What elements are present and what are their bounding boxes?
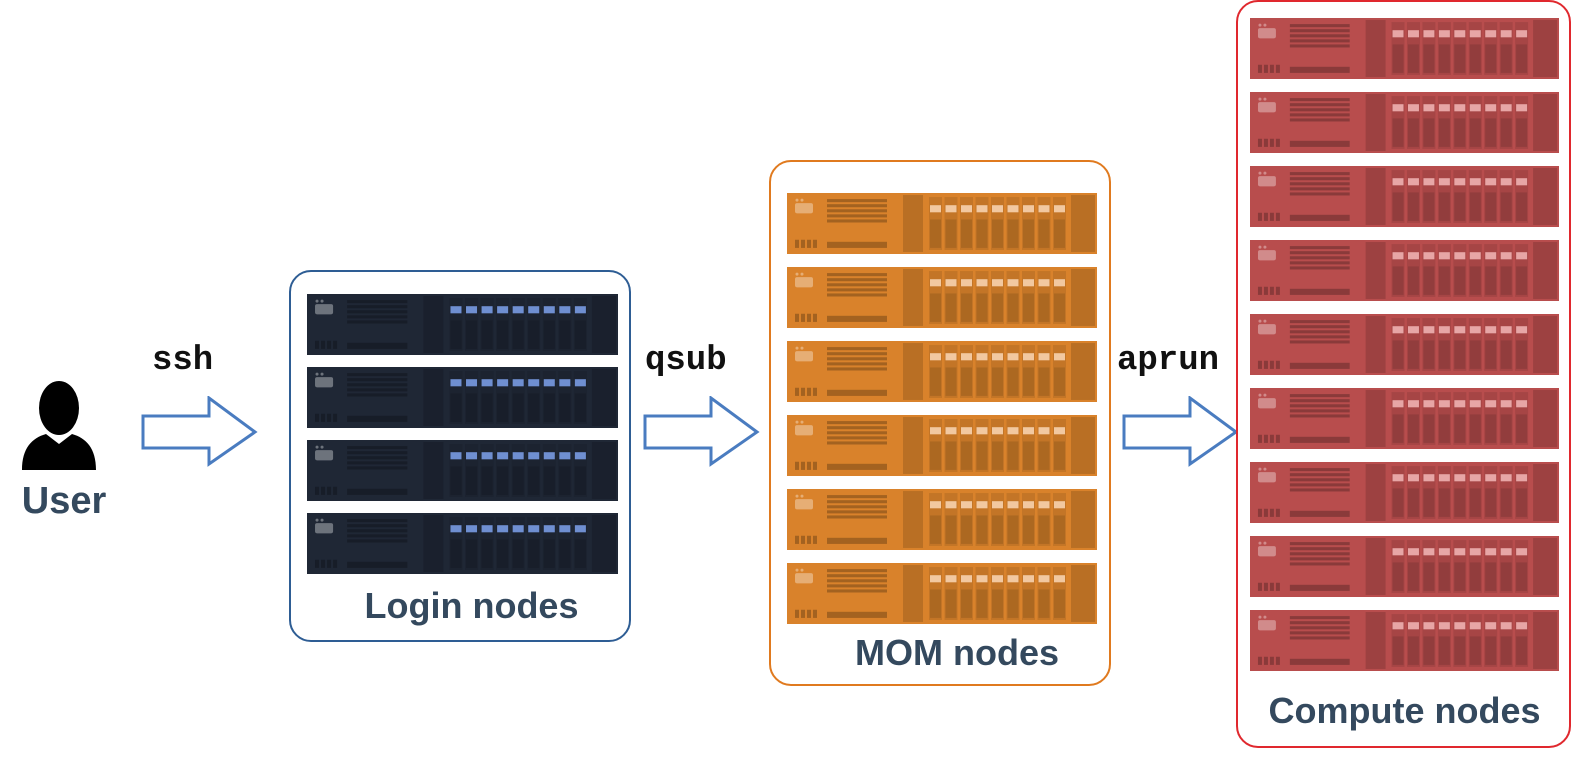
compute-server-6	[1250, 388, 1559, 449]
mom-server-1	[787, 193, 1097, 254]
login-server-2	[307, 367, 618, 428]
compute-server-3	[1250, 166, 1559, 227]
mom-server-6	[787, 563, 1097, 624]
compute-server-5	[1250, 314, 1559, 375]
mom-nodes-label: MOM nodes	[855, 632, 1059, 673]
login-server-3	[307, 440, 618, 501]
aprun-arrow	[1122, 396, 1239, 467]
ssh-command-label: ssh	[152, 342, 214, 380]
compute-server-1	[1250, 18, 1559, 79]
login-server-1	[307, 294, 618, 355]
compute-server-8	[1250, 536, 1559, 597]
compute-server-4	[1250, 240, 1559, 301]
ssh-arrow	[141, 396, 258, 467]
login-nodes-label: Login nodes	[364, 585, 579, 626]
mom-server-3	[787, 341, 1097, 402]
mom-server-4	[787, 415, 1097, 476]
compute-server-2	[1250, 92, 1559, 153]
compute-server-7	[1250, 462, 1559, 523]
compute-server-9	[1250, 610, 1559, 671]
mom-server-2	[787, 267, 1097, 328]
user-label: User	[21, 480, 107, 522]
qsub-arrow	[643, 396, 760, 467]
mom-server-5	[787, 489, 1097, 550]
user-icon	[22, 381, 96, 470]
compute-nodes-label: Compute nodes	[1268, 690, 1541, 731]
login-server-4	[307, 513, 618, 574]
aprun-command-label: aprun	[1117, 342, 1220, 380]
qsub-command-label: qsub	[645, 342, 727, 380]
